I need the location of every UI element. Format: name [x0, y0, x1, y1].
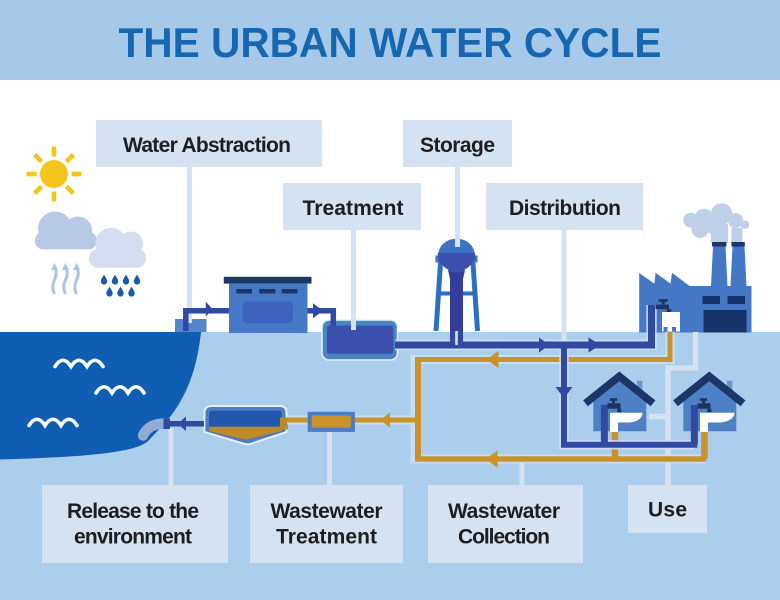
svg-text:THE URBAN WATER CYCLE: THE URBAN WATER CYCLE	[119, 19, 662, 66]
svg-text:Release to the: Release to the	[67, 500, 199, 523]
svg-text:Water Abstraction: Water Abstraction	[123, 134, 291, 157]
svg-text:Wastewater: Wastewater	[448, 500, 560, 523]
svg-text:Treatment: Treatment	[276, 526, 377, 549]
svg-text:Distribution: Distribution	[509, 197, 621, 220]
svg-text:Wastewater: Wastewater	[271, 500, 383, 523]
svg-text:Storage: Storage	[420, 134, 495, 157]
svg-text:Treatment: Treatment	[303, 197, 404, 220]
svg-text:environment: environment	[74, 526, 192, 549]
svg-text:Use: Use	[648, 499, 687, 522]
svg-text:Collection: Collection	[458, 526, 550, 549]
